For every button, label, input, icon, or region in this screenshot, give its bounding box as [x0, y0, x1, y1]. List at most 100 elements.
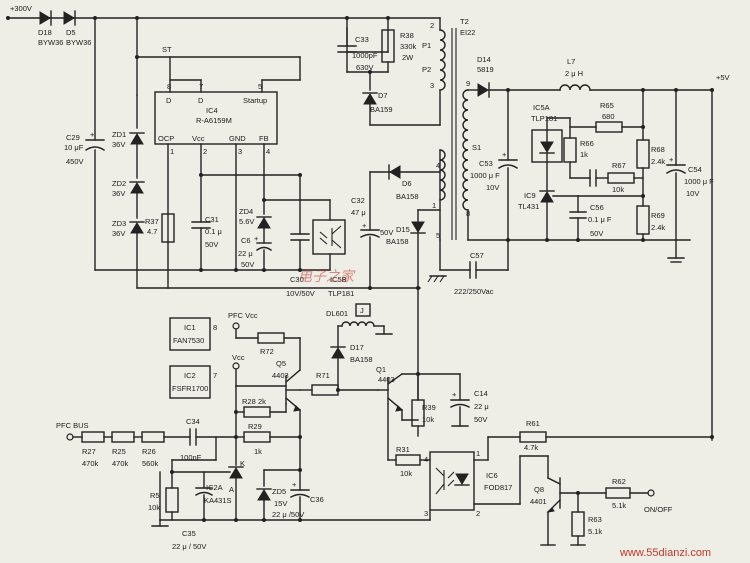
label-ic4-pin7: 7: [199, 82, 203, 91]
label-r72: R72: [260, 347, 274, 356]
label-t2-pin3: 3: [430, 81, 434, 90]
label-t2: T2: [460, 17, 469, 26]
resistor-r65: [569, 121, 644, 133]
label-c29: C29: [66, 133, 80, 142]
label-t2-value: EI22: [460, 28, 475, 37]
resistor-r28: [235, 403, 287, 418]
label-r65-value: 680: [602, 112, 615, 121]
label-j: J: [360, 306, 364, 315]
site-watermark: www.55dianzi.com: [619, 547, 711, 559]
label-c35: C35: [182, 529, 196, 538]
transistor-q5: [232, 362, 302, 471]
label-c33: C33: [355, 35, 369, 44]
label-q8: Q8: [534, 485, 544, 494]
label-c30-value: 10V/50V: [286, 289, 315, 298]
transistor-q1: [377, 373, 419, 461]
label-s1: S1: [472, 143, 481, 152]
capacitor-c30: [290, 174, 310, 271]
label-r5: R5: [150, 491, 160, 500]
label-c53-value: 1000 μ F: [470, 171, 500, 180]
label-d5: D5: [66, 28, 76, 37]
diode-d18: [39, 10, 52, 26]
label-ic4-pin1: 1: [170, 147, 174, 156]
label-c14: C14: [474, 389, 488, 398]
label-q1: Q1: [376, 365, 386, 374]
capacitor-c57: [427, 261, 509, 283]
label-ic4-value: R-A6159M: [196, 116, 232, 125]
label-pfcbus: PFC BUS: [56, 421, 89, 430]
svg-text:+: +: [292, 480, 297, 489]
label-p2: P2: [422, 65, 431, 74]
label-r37: R37: [145, 217, 159, 226]
label-r5-value: 10k: [148, 503, 160, 512]
label-vin: +300V: [10, 4, 32, 13]
label-c56-value: 0.1 μ F: [588, 215, 612, 224]
label-pfcvcc: PFC Vcc: [228, 311, 258, 320]
label-r68-value: 2.4k: [651, 157, 665, 166]
label-ic1-pin: 8: [213, 323, 217, 332]
label-t2-pin5: 5: [436, 231, 440, 240]
label-c29-value: 10 μF: [64, 143, 84, 152]
component-labels: +300V D18 BYW36 D5 BYW36 ST 8 7 5 D D St…: [10, 4, 730, 551]
zener-stack: [129, 94, 145, 289]
secondary-ground-bus: [467, 239, 691, 271]
label-zd5: ZD5: [272, 487, 286, 496]
label-zd5-value: 15V: [274, 499, 287, 508]
capacitor-c32: +: [360, 171, 380, 289]
label-c14-value: 22 μ: [474, 402, 489, 411]
label-ic1: IC1: [184, 323, 196, 332]
label-c57: C57: [470, 251, 484, 260]
label-ic2a-k: K: [240, 459, 245, 468]
capacitor-c31: [191, 174, 301, 271]
label-d18: D18: [38, 28, 52, 37]
label-d6-value: BA158: [396, 192, 419, 201]
label-d14: D14: [477, 55, 491, 64]
svg-text:+: +: [362, 221, 367, 230]
label-r25: R25: [112, 447, 126, 456]
label-d5-value: BYW36: [66, 38, 91, 47]
label-st: ST: [162, 45, 172, 54]
label-ic6-pin1: 1: [476, 449, 480, 458]
resistor-r66: [563, 117, 577, 179]
label-r25-value: 470k: [112, 459, 129, 468]
label-r61: R61: [526, 419, 540, 428]
capacitor-c53: +: [498, 150, 518, 241]
capacitor-c14: +: [450, 373, 470, 427]
label-c36: C36: [310, 495, 324, 504]
label-zd3-value: 36V: [112, 229, 125, 238]
label-c31: C31: [205, 215, 219, 224]
label-r37-value: 4.7: [147, 227, 157, 236]
label-p1: P1: [422, 41, 431, 50]
label-t2-pin4: 4: [436, 161, 440, 170]
resistor-r62: [577, 487, 655, 499]
label-d14-value: 5819: [477, 65, 494, 74]
diode-d17: [330, 325, 346, 391]
label-c6: C6: [241, 236, 251, 245]
label-ic4-pin8: 8: [167, 82, 171, 91]
label-ic4-gnd: GND: [229, 134, 246, 143]
label-c31-voltage: 50V: [205, 240, 218, 249]
label-c54: C54: [688, 165, 702, 174]
label-c33-voltage: 630V: [356, 63, 374, 72]
label-t2-pin8: 8: [466, 209, 470, 218]
ic4-block: [136, 56, 301, 289]
optocoupler-ic6: [299, 436, 521, 521]
label-d15: D15: [396, 225, 410, 234]
label-ic5b: IC5B: [330, 275, 347, 284]
resistor-r39: [401, 373, 461, 437]
label-ic6: IC6: [486, 471, 498, 480]
label-r71: R71: [316, 371, 330, 380]
label-r66-value: 1k: [580, 150, 588, 159]
zener-zd5: [235, 469, 301, 521]
primary-ground-bus: [94, 269, 421, 289]
label-ic4-startup: Startup: [243, 96, 267, 105]
label-r28-value: 2k: [258, 397, 266, 406]
secondary-output-rail: [467, 82, 714, 441]
label-ic2-value: FSFR1700: [172, 384, 208, 393]
label-ic6-value: FOD817: [484, 483, 512, 492]
resistor-r63: [570, 511, 586, 546]
resistor-r61: [487, 431, 713, 443]
label-c6-value: 22 μ: [238, 249, 253, 258]
